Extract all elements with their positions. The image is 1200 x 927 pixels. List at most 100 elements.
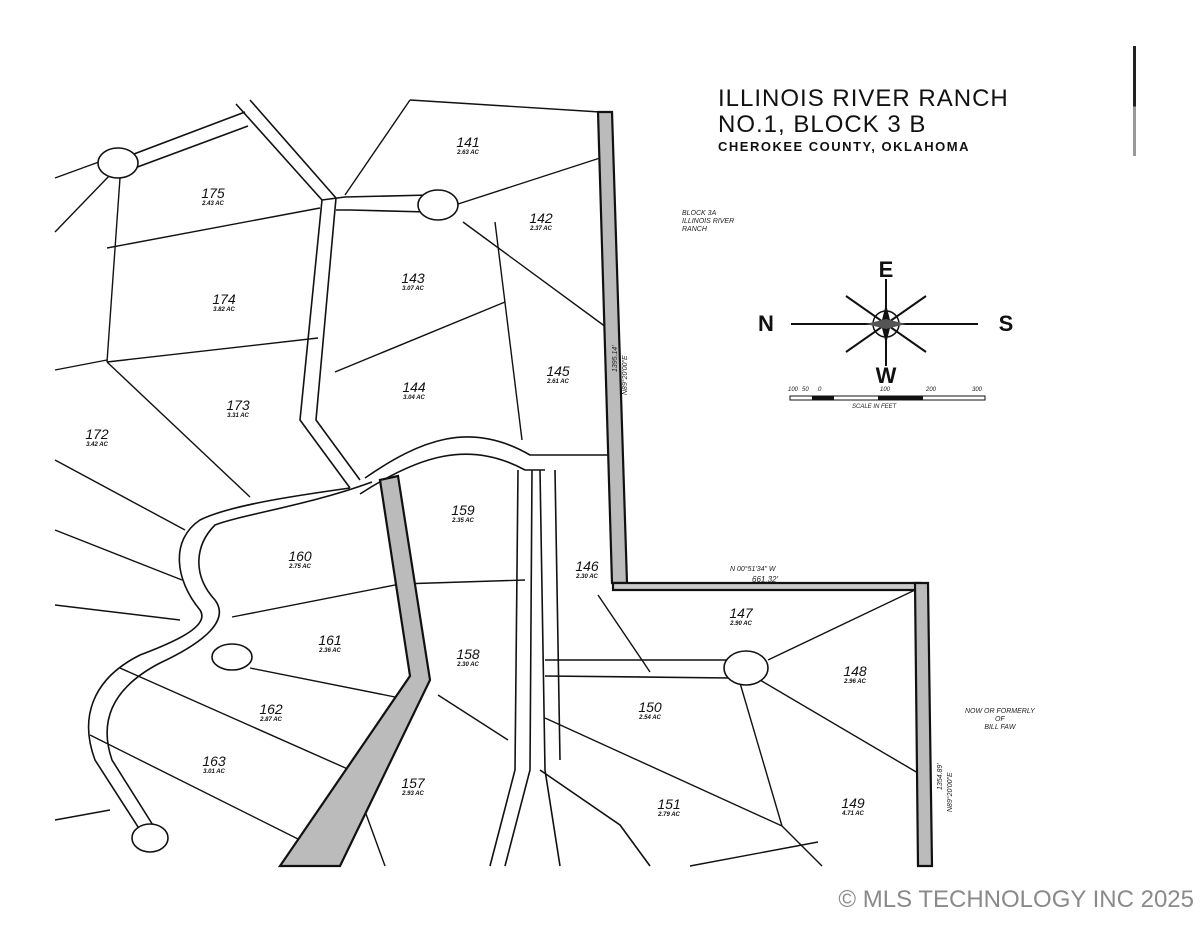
lot-number: 144 (402, 379, 426, 395)
scale-tick: 200 (926, 387, 937, 393)
copyright-watermark: © MLS TECHNOLOGY INC 2025 (838, 886, 1194, 913)
distance-label: 661.32' (752, 575, 778, 584)
lot-acreage: 2.37 AC (530, 226, 552, 232)
lot-number: 149 (841, 795, 865, 811)
lot-acreage: 2.90 AC (730, 621, 752, 627)
lot-acreage: 2.61 AC (547, 379, 569, 385)
lot-number: 159 (451, 502, 475, 518)
compass-rose-icon (791, 279, 978, 366)
edge-mark (1133, 46, 1136, 156)
title-line-3: CHEROKEE COUNTY, OKLAHOMA (718, 139, 971, 154)
lot-number: 148 (843, 663, 867, 679)
note-line: RANCH (682, 226, 707, 233)
lot-number: 150 (638, 699, 662, 715)
lot-number: 160 (288, 548, 312, 564)
lot-acreage: 2.63 AC (457, 150, 479, 156)
boundary-easements (277, 110, 934, 868)
lot-acreage: 3.04 AC (403, 395, 425, 401)
east-line-bearing: N89°20'00"E (622, 355, 629, 395)
lot-number: 158 (456, 646, 480, 662)
note-line: BILL FAW (984, 724, 1016, 731)
lot-number: 157 (401, 775, 425, 791)
lot-number: 146 (575, 558, 599, 574)
lot-number: 161 (318, 632, 342, 648)
east-line-distance: 1395.14' (612, 345, 619, 372)
lot-acreage: 4.71 AC (842, 811, 864, 817)
cul-de-sacs (97, 147, 769, 853)
lot-acreage: 2.43 AC (202, 201, 224, 207)
lot-acreage: 2.96 AC (844, 679, 866, 685)
title-line-2: NO.1, BLOCK 3 B (718, 111, 927, 138)
scale-tick: 300 (972, 387, 983, 393)
compass-left-label: N (758, 311, 774, 336)
note-line: ILLINOIS RIVER (682, 218, 735, 225)
compass-top-label: E (878, 257, 894, 282)
plat-title: ILLINOIS RIVER RANCH NO.1, BLOCK 3 B CHE… (718, 86, 1009, 156)
scale-tick: 100 (880, 387, 891, 393)
title-line-1: ILLINOIS RIVER RANCH (718, 85, 1009, 112)
block-3a-note: BLOCK 3A ILLINOIS RIVER RANCH (682, 210, 734, 234)
compass-bottom-label: W (875, 363, 897, 388)
lot-acreage: 3.01 AC (203, 769, 225, 775)
scale-bar (789, 395, 986, 401)
lot-acreage: 2.35 AC (452, 518, 474, 524)
lot-number: 172 (85, 426, 109, 442)
lot-number: 175 (201, 185, 225, 201)
lot-acreage: 2.75 AC (289, 564, 311, 570)
lot-acreage: 2.93 AC (402, 791, 424, 797)
note-line: OF (995, 716, 1005, 723)
note-line: NOW OR FORMERLY (965, 708, 1035, 715)
lot-number: 151 (657, 796, 681, 812)
east-line-bearing-lower: N89°20'00"E (947, 772, 954, 812)
scale-tick: 100 (788, 387, 799, 393)
lot-acreage: 2.30 AC (457, 662, 479, 668)
lot-number: 174 (212, 291, 236, 307)
lot-acreage: 2.54 AC (639, 715, 661, 721)
note-line: BLOCK 3A (682, 210, 717, 217)
lot-number: 162 (259, 701, 283, 717)
bearing-label: N 00°51'34" W (730, 566, 776, 573)
lot-lines (54, 99, 920, 867)
lot-acreage: 3.82 AC (213, 307, 235, 313)
scale-tick: 50 (802, 387, 809, 393)
lot-number: 147 (729, 605, 753, 621)
lot-acreage: 2.30 AC (576, 574, 598, 580)
lot-number: 173 (226, 397, 250, 413)
lot-acreage: 3.31 AC (227, 413, 249, 419)
lot-number: 143 (401, 270, 425, 286)
lot-acreage: 2.87 AC (260, 717, 282, 723)
roads (87, 99, 731, 867)
compass-right-label: S (998, 311, 1014, 336)
adjacent-owner-note: NOW OR FORMERLY OF BILL FAW (965, 708, 1035, 732)
lot-acreage: 2.36 AC (319, 648, 341, 654)
lot-number: 142 (529, 210, 553, 226)
lot-acreage: 3.07 AC (402, 286, 424, 292)
scale-tick: 0 (818, 387, 822, 393)
lot-acreage: 2.79 AC (658, 812, 680, 818)
lot-number: 145 (546, 363, 570, 379)
east-line-distance-lower: 1354.89' (937, 763, 944, 790)
lot-acreage: 3.42 AC (86, 442, 108, 448)
